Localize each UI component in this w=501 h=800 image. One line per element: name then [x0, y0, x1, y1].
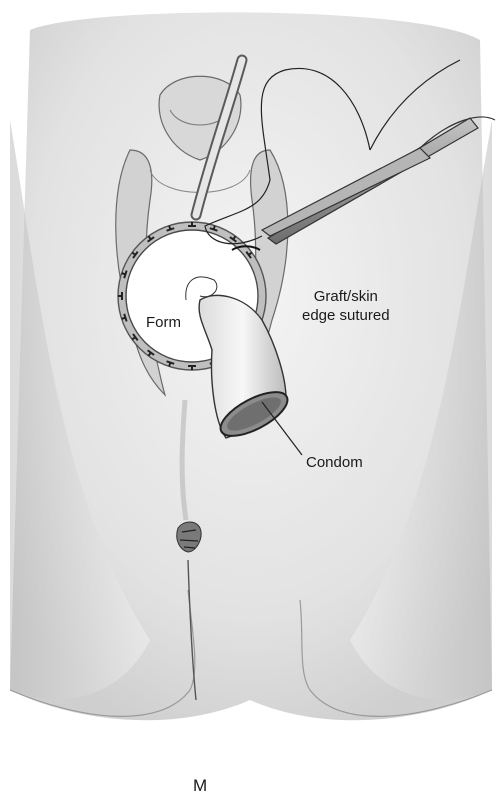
gluteal-contour-left — [9, 589, 196, 717]
suture-tick — [188, 222, 196, 227]
suture-tick — [131, 251, 139, 259]
perineal-raphe — [179, 399, 189, 521]
suture-tick — [147, 235, 155, 243]
suture-thread-loop — [204, 67, 371, 245]
gluteal-contour-right — [299, 599, 493, 717]
right-thigh-shading — [350, 120, 492, 700]
panel-letter: M — [193, 776, 208, 795]
suture-tick — [166, 360, 175, 367]
suture-tick — [121, 313, 128, 322]
suture-tick — [229, 235, 237, 243]
suture-tick — [118, 292, 123, 300]
suture-tick — [131, 333, 139, 341]
label-form: Form — [146, 314, 181, 331]
suture-tick — [209, 225, 218, 232]
suture-tick — [188, 365, 196, 370]
condom-leader-line — [261, 401, 303, 456]
label-condom: Condom — [306, 454, 363, 471]
needle-holder — [260, 116, 496, 245]
suture-tick — [245, 251, 253, 259]
gluteal-cleft — [187, 559, 197, 701]
suture-tick — [121, 270, 128, 279]
label-graft-line2: edge sutured — [302, 307, 390, 324]
suture-tick — [147, 349, 155, 357]
suture-tick — [166, 225, 175, 232]
left-thigh-shading — [10, 120, 150, 700]
label-graft-skin-edge: Graft/skin edge sutured — [302, 287, 390, 325]
label-graft-line1: Graft/skin — [313, 288, 378, 305]
